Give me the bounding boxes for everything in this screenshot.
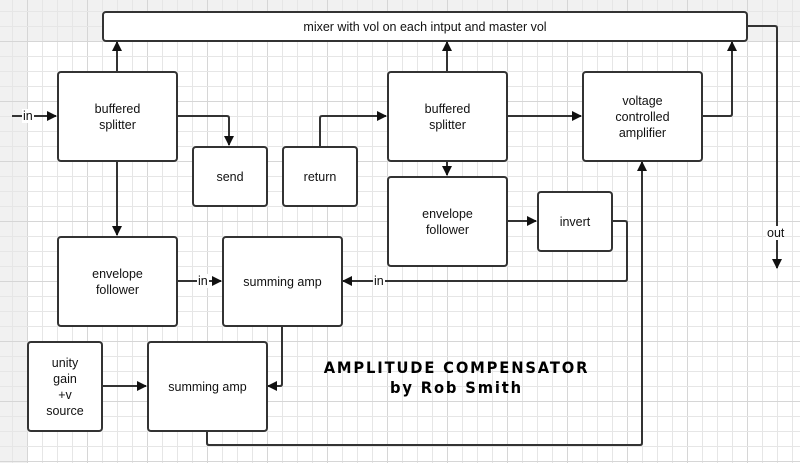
connector-mixer-to-output [747,25,782,269]
envelope-follower-2-block[interactable]: envelope follower [387,176,508,267]
title-line-2: by Rob Smith [390,378,523,397]
input-label: in [22,109,34,123]
summing-amp-2-block[interactable]: summing amp [147,341,268,432]
output-label: out [766,226,786,240]
connectors [12,25,782,446]
buffered-splitter-1-block[interactable]: buffered splitter [57,71,178,162]
connector-return-to-splitter2 [319,111,387,146]
connector-vca-to-mixer [702,41,737,117]
buffered-splitter-2-block[interactable]: buffered splitter [387,71,508,162]
vca-block[interactable]: voltage controlled amplifier [582,71,703,162]
invert-block[interactable]: invert [537,191,613,252]
return-block[interactable]: return [282,146,358,207]
envelope-follower-1-block[interactable]: envelope follower [57,236,178,327]
connector-summing1-to-summing2 [267,326,283,391]
connector-splitter1-to-send [177,115,234,146]
connector-summing2-to-vca [206,161,647,446]
title-line-1: AMPLITUDE COMPENSATOR [323,358,590,377]
connector-invert-to-summing1 [342,220,628,286]
summing-amp-1-left-input-label: in [197,274,209,288]
unity-gain-source-block[interactable]: unity gain +v source [27,341,103,432]
summing-amp-1-right-input-label: in [373,274,385,288]
diagram-title: AMPLITUDE COMPENSATOR by Rob Smith [313,358,601,398]
margin-left [0,0,27,463]
send-block[interactable]: send [192,146,268,207]
mixer-block[interactable]: mixer with vol on each intput and master… [102,11,748,42]
summing-amp-1-block[interactable]: summing amp [222,236,343,327]
